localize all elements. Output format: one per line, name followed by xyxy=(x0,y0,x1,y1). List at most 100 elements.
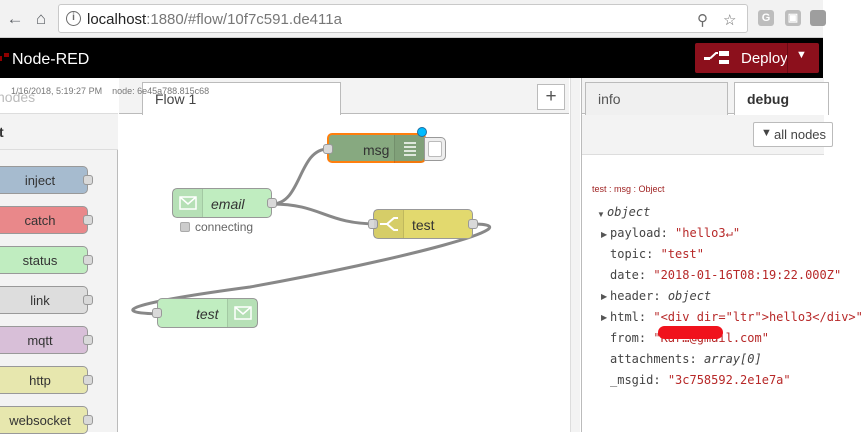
debug-message-meta: 1/16/2018, 5:19:27 PM node: 6e45a788.815… xyxy=(11,86,209,96)
node-red-logo-icon xyxy=(0,53,9,61)
debug-value: "<div dir="ltr">hello3</div>" xyxy=(653,310,863,324)
palette-node-label: mqtt xyxy=(27,333,53,348)
debug-row[interactable]: payload: "hello3↵" xyxy=(610,226,741,240)
debug-timestamp: 1/16/2018, 5:19:27 PM xyxy=(11,86,103,96)
collapsed-caret-icon[interactable]: ▶ xyxy=(601,292,608,301)
output-port[interactable] xyxy=(83,175,93,185)
debug-value: object xyxy=(667,289,712,303)
home-icon[interactable]: ⌂ xyxy=(35,9,47,28)
extension-g-icon[interactable]: G xyxy=(758,10,774,26)
debug-value: "hello3↵" xyxy=(675,226,741,240)
key-icon[interactable]: ⚲ xyxy=(697,12,708,29)
expanded-caret-icon[interactable]: ▼ xyxy=(597,210,605,219)
output-port[interactable] xyxy=(83,335,93,345)
debug-row: date: "2018-01-16T08:19:22.000Z" xyxy=(610,268,842,282)
debug-node-msg[interactable]: msg xyxy=(323,133,426,163)
wire-email-to-test-switch xyxy=(271,202,379,226)
flow-wires xyxy=(131,147,491,316)
collapsed-caret-icon[interactable]: ▶ xyxy=(601,230,608,239)
debug-row[interactable]: header: object xyxy=(610,289,712,303)
debug-value: array[0] xyxy=(703,352,762,366)
palette-node-label: link xyxy=(30,293,50,308)
app-title: Node-RED xyxy=(12,51,90,68)
email-out-node-test[interactable]: test xyxy=(152,298,258,328)
node-label: msg xyxy=(363,142,390,158)
switch-node-test[interactable]: test xyxy=(368,209,478,239)
back-arrow-icon[interactable]: ← xyxy=(6,9,24,28)
email-in-node[interactable]: email xyxy=(172,188,277,218)
info-icon[interactable]: i xyxy=(66,11,81,26)
palette-node-inject[interactable]: inject xyxy=(0,166,93,194)
app-header: Node-RED xyxy=(0,38,823,78)
palette-category-header[interactable]: t xyxy=(0,114,118,150)
address-bar[interactable]: i localhost:1880/#flow/10f7c591.de411a ⚲… xyxy=(58,4,748,33)
node-label: email xyxy=(211,196,245,212)
redaction-mark xyxy=(658,326,723,339)
tab-info[interactable]: info xyxy=(585,82,728,115)
debug-node-id[interactable]: node: 6e45a788.815c68 xyxy=(112,86,210,96)
tab-flow-1[interactable]: Flow 1 xyxy=(142,82,341,115)
debug-row[interactable]: html: "<div dir="ltr">hello3</div>" xyxy=(610,310,863,324)
palette-search-placeholder: nodes xyxy=(0,89,36,105)
debug-row: _msgid: "3c758592.2e1e7a" xyxy=(610,373,791,387)
output-port[interactable] xyxy=(468,219,478,229)
collapsed-caret-icon[interactable]: ▶ xyxy=(601,313,608,322)
palette-node-status[interactable]: status xyxy=(0,246,93,274)
deploy-button[interactable]: Deploy ▼ xyxy=(695,43,819,73)
browser-toolbar: ← ⌂ i localhost:1880/#flow/10f7c591.de41… xyxy=(0,0,826,38)
filter-nodes-button[interactable]: ▼ all nodes xyxy=(753,122,833,147)
debug-toggle-knob xyxy=(428,141,442,157)
palette-node-label: websocket xyxy=(9,413,71,428)
deploy-label: Deploy xyxy=(741,50,788,67)
output-port[interactable] xyxy=(83,215,93,225)
wire-test-switch-to-email-out xyxy=(131,222,491,316)
url-path: :1880/#flow/10f7c591.de411a xyxy=(146,11,342,28)
output-port[interactable] xyxy=(83,255,93,265)
palette-node-mqtt[interactable]: mqtt xyxy=(0,326,93,354)
add-flow-button[interactable]: + xyxy=(537,84,565,110)
deploy-icon xyxy=(704,51,729,64)
debug-toggle-button[interactable] xyxy=(424,137,446,161)
debug-key: header xyxy=(610,289,654,303)
sidebar-tab-bar: info debug xyxy=(582,78,829,115)
deploy-menu-caret-icon[interactable]: ▼ xyxy=(796,49,807,61)
tab-debug[interactable]: debug xyxy=(734,82,829,115)
star-icon[interactable]: ☆ xyxy=(723,12,737,29)
debug-key: attachments xyxy=(610,352,690,366)
palette-node-http[interactable]: http xyxy=(0,366,93,394)
extension-icon[interactable] xyxy=(810,10,826,26)
wire-email-to-msg xyxy=(271,147,329,206)
palette-node-link[interactable]: link xyxy=(0,286,93,314)
input-port[interactable] xyxy=(323,144,333,154)
workspace-canvas[interactable] xyxy=(119,115,579,432)
status-text: connecting xyxy=(195,220,254,234)
input-port[interactable] xyxy=(152,308,162,318)
debug-key: topic xyxy=(610,247,647,261)
url-host: localhost xyxy=(87,11,147,28)
debug-root-type[interactable]: object xyxy=(607,205,651,219)
extension-pocket-icon[interactable]: ▣ xyxy=(785,10,801,26)
debug-row: attachments: array[0] xyxy=(610,352,762,366)
output-port[interactable] xyxy=(83,295,93,305)
filter-label: all nodes xyxy=(774,127,827,142)
debug-key: date xyxy=(610,268,639,282)
tab-flow-1-label: Flow 1 xyxy=(155,91,197,107)
palette-search-input[interactable]: nodes xyxy=(0,78,118,114)
output-port[interactable] xyxy=(83,415,93,425)
debug-value: "2018-01-16T08:19:22.000Z" xyxy=(653,268,842,282)
url-text[interactable]: localhost:1880/#flow/10f7c591.de411a xyxy=(87,11,342,28)
output-port[interactable] xyxy=(83,375,93,385)
envelope-icon xyxy=(173,189,203,217)
debug-key: payload xyxy=(610,226,661,240)
debug-key: _msgid xyxy=(610,373,654,387)
deploy-divider xyxy=(787,43,788,73)
tab-debug-label: debug xyxy=(747,91,789,107)
debug-toolbar: ▼ all nodes xyxy=(582,115,833,155)
list-icon xyxy=(394,135,424,163)
status-dot-icon xyxy=(180,222,190,232)
workspace-scrollbar[interactable] xyxy=(570,78,580,432)
filter-icon: ▼ xyxy=(761,127,772,139)
input-port[interactable] xyxy=(368,219,378,229)
output-port[interactable] xyxy=(267,198,277,208)
palette-node-catch[interactable]: catch xyxy=(0,206,93,234)
